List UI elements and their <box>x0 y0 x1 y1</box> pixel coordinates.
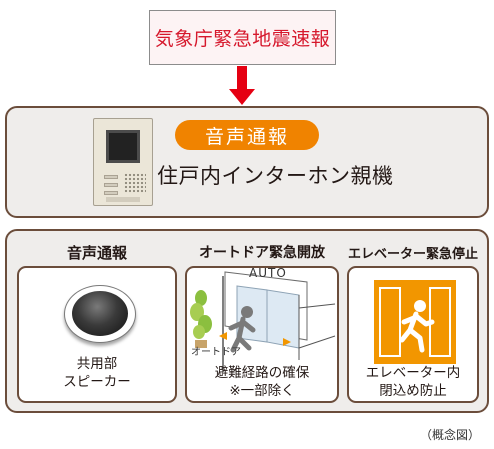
speaker-icon <box>64 285 136 343</box>
feature-card-speaker: 共用部 スピーカー <box>17 266 177 403</box>
feature-title-elevator: エレベーター緊急停止 <box>347 246 478 262</box>
speaker-caption-line-1: 共用部 <box>76 356 118 372</box>
voice-alert-badge-label: 音声通報 <box>204 125 289 148</box>
elevator-caption-line-2: 閉込め防止 <box>379 383 447 399</box>
intercom-panel: 音声通報 住戸内インターホン親機 <box>5 106 489 218</box>
monitor-base <box>106 197 140 202</box>
elevator-caption-line-1: エレベーター内 <box>365 365 461 381</box>
elevator-exit-icon <box>374 280 456 364</box>
feature-title-voice: 音声通報 <box>66 243 127 262</box>
speaker-caption-line-2: スピーカー <box>63 374 131 390</box>
monitor-screen <box>106 130 140 163</box>
auto-door-caption-line-2: ※一部除く <box>229 383 295 399</box>
auto-door-icon <box>190 271 336 372</box>
arrow-head <box>229 89 255 105</box>
door-label: オートドア <box>191 347 241 358</box>
device-name: 住戸内インターホン親機 <box>157 164 394 188</box>
monitor-button <box>104 175 118 179</box>
features-panel: 音声通報 共用部 スピーカー オートドア緊急開放 <box>5 229 489 413</box>
source-box: 気象庁緊急地震速報 <box>149 10 336 65</box>
auto-door-caption-line-1: 避難経路の確保 <box>214 365 310 381</box>
footnote: （概念図） <box>419 428 480 442</box>
plant-icon <box>195 290 207 306</box>
monitor-button <box>104 183 118 187</box>
person-icon <box>241 306 253 318</box>
speaker-cone <box>72 291 128 336</box>
voice-alert-badge: 音声通報 <box>175 120 319 150</box>
door-sign: AUTO <box>249 266 287 280</box>
monitor-button <box>104 191 118 195</box>
monitor-speaker-grille <box>124 173 146 193</box>
feature-card-auto-door: AUTO オートドア 避難経路の確保 ※一部除く <box>185 266 339 403</box>
source-label: 気象庁緊急地震速報 <box>154 28 331 50</box>
intercom-monitor-icon <box>93 118 153 206</box>
feature-card-elevator: エレベーター内 閉込め防止 <box>347 266 479 403</box>
feature-title-auto-door: オートドア緊急開放 <box>199 245 325 261</box>
arrow-shaft <box>237 66 247 90</box>
